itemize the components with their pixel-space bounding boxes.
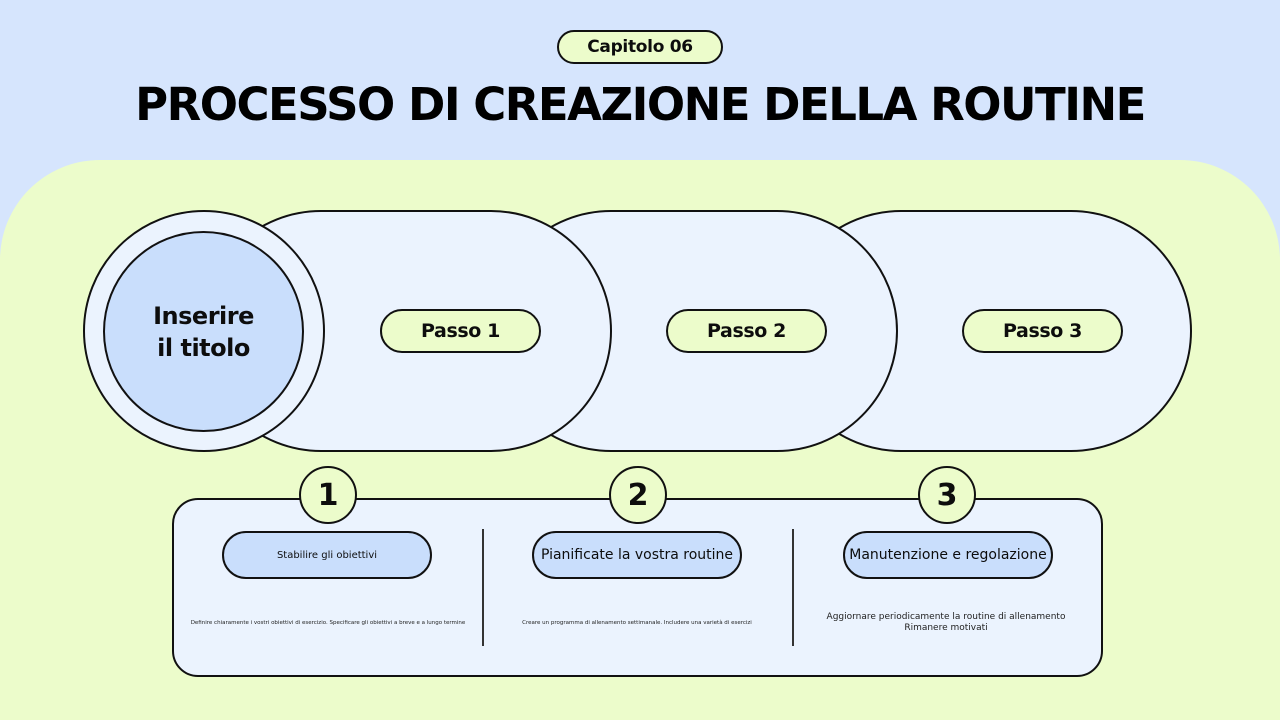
details-panel (172, 498, 1103, 677)
detail-title-1: Stabilire gli obiettivi (222, 531, 432, 579)
detail-description-2: Creare un programma di allenamento setti… (522, 620, 752, 626)
detail-description-1: Definire chiaramente i vostri obiettivi … (190, 620, 466, 626)
detail-title-2: Pianificate la vostra routine (532, 531, 742, 579)
detail-description-3: Aggiornare periodicamente la routine di … (826, 612, 1066, 633)
column-divider (792, 529, 794, 646)
title-circle-label: Inserire il titolo (153, 301, 254, 362)
title-circle: Inserire il titolo (103, 231, 304, 432)
step-pill-2: Passo 2 (666, 309, 827, 353)
chapter-badge: Capitolo 06 (557, 30, 723, 64)
column-divider (482, 529, 484, 646)
step-pill-3: Passo 3 (962, 309, 1123, 353)
step-number-2: 2 (609, 466, 667, 524)
step-number-3: 3 (918, 466, 976, 524)
step-pill-1: Passo 1 (380, 309, 541, 353)
step-number-1: 1 (299, 466, 357, 524)
page-title: PROCESSO DI CREAZIONE DELLA ROUTINE (135, 78, 1146, 131)
detail-title-3: Manutenzione e regolazione (843, 531, 1053, 579)
